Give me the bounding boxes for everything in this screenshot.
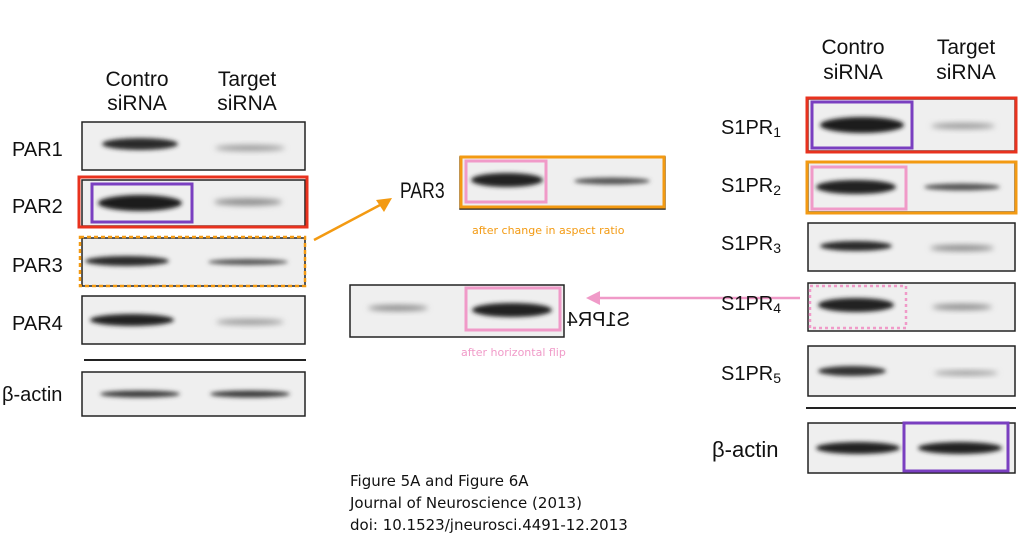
band-s1pr3-target (930, 245, 994, 251)
aspect-note: after change in aspect ratio (472, 224, 625, 237)
row-label-s1pr1: S1PR1 (721, 117, 781, 140)
band-par3-stretched-target (574, 177, 650, 185)
highlight-s1pr4-flipped-pink (464, 286, 562, 332)
band-right-actin-target (918, 442, 1002, 454)
right-col-target-line2: siRNA (936, 61, 996, 84)
band-s1pr3-control (820, 241, 892, 251)
band-par4-target (216, 319, 284, 325)
left-col-control-line2: siRNA (107, 92, 167, 115)
band-par3-target (208, 259, 288, 265)
band-s1pr2-target (924, 183, 1000, 191)
highlight-s1pr2-control-pink (810, 165, 908, 211)
band-par1-control (102, 138, 178, 150)
highlight-s1pr1-control-purple (810, 100, 914, 150)
row-label-par3: PAR3 (12, 255, 63, 277)
highlight-par2-red (77, 175, 309, 229)
row-label-s1pr3: S1PR3 (721, 233, 781, 256)
left-col-target-line2: siRNA (217, 92, 277, 115)
highlight-par3-orange-dashed (78, 235, 307, 288)
right-col-control-line1: Contro (821, 36, 884, 59)
band-s1pr1-target (931, 123, 995, 129)
row-label-s1pr5: S1PR5 (721, 363, 781, 386)
highlight-s1pr1-red (805, 96, 1018, 154)
left-col-control-line1: Contro (105, 68, 168, 91)
band-s1pr5-target (934, 370, 998, 376)
highlight-s1pr2-orange (805, 160, 1018, 215)
figure-caption: Figure 5A and Figure 6A Journal of Neuro… (350, 470, 750, 536)
row-label-par2: PAR2 (12, 196, 63, 218)
left-panel: Contro siRNA Target siRNA PAR1 PAR2 PAR3… (2, 68, 309, 417)
band-par3-stretched-control (471, 173, 543, 187)
band-s1pr2-control (816, 180, 896, 194)
par3-aspect-panel: PAR3 after change in aspect ratio (400, 155, 666, 237)
highlight-par2-control-purple (90, 182, 194, 224)
right-panel: Contro siRNA Target siRNA S1PR1 S1PR2 S1… (712, 36, 1018, 474)
row-label-par1: PAR1 (12, 139, 63, 161)
caption-line-3: doi: 10.1523/jneurosci.4491-12.2013 (350, 516, 628, 534)
band-s1pr1-control (820, 117, 904, 133)
band-s1pr4-control (818, 298, 894, 312)
band-right-actin-control (816, 442, 900, 454)
band-s1pr4-target (932, 304, 992, 310)
highlight-par3-stretched-orange (459, 155, 666, 209)
right-col-target-line1: Target (937, 36, 996, 59)
band-par4-control (90, 314, 174, 326)
highlight-right-actin-target-purple (902, 421, 1010, 473)
flip-note: after horizontal flip (461, 346, 566, 359)
band-s1pr5-control (818, 366, 886, 376)
right-col-control-line2: siRNA (823, 61, 883, 84)
s1pr4-flipped-label: S1PR4 (567, 309, 630, 331)
highlight-s1pr4-control-pink-dashed (808, 284, 908, 330)
band-s1pr4-flipped-control (472, 303, 552, 317)
row-label-right-actin: β-actin (712, 437, 778, 462)
band-par2-control (98, 195, 182, 211)
band-par3-control (85, 256, 169, 266)
band-par1-target (215, 145, 285, 151)
row-label-par4: PAR4 (12, 313, 63, 335)
band-left-actin-control (100, 390, 180, 398)
row-label-s1pr2: S1PR2 (721, 175, 781, 198)
caption-line-2: Journal of Neuroscience (2013) (350, 494, 582, 512)
band-s1pr4-flipped-target (368, 305, 428, 311)
row-label-s1pr4: S1PR4 (721, 293, 781, 316)
flip-arrow (586, 291, 800, 305)
left-col-target-line1: Target (218, 68, 277, 91)
par3-stretched-label: PAR3 (400, 179, 445, 203)
band-par2-target (214, 198, 282, 206)
highlight-par3-stretched-pink (464, 159, 548, 204)
s1pr4-flip-panel: S1PR4 after horizontal flip (349, 284, 630, 359)
band-left-actin-target (210, 390, 290, 398)
caption-line-1: Figure 5A and Figure 6A (350, 472, 529, 490)
row-label-left-actin: β-actin (2, 384, 62, 406)
aspect-arrow (313, 198, 392, 242)
